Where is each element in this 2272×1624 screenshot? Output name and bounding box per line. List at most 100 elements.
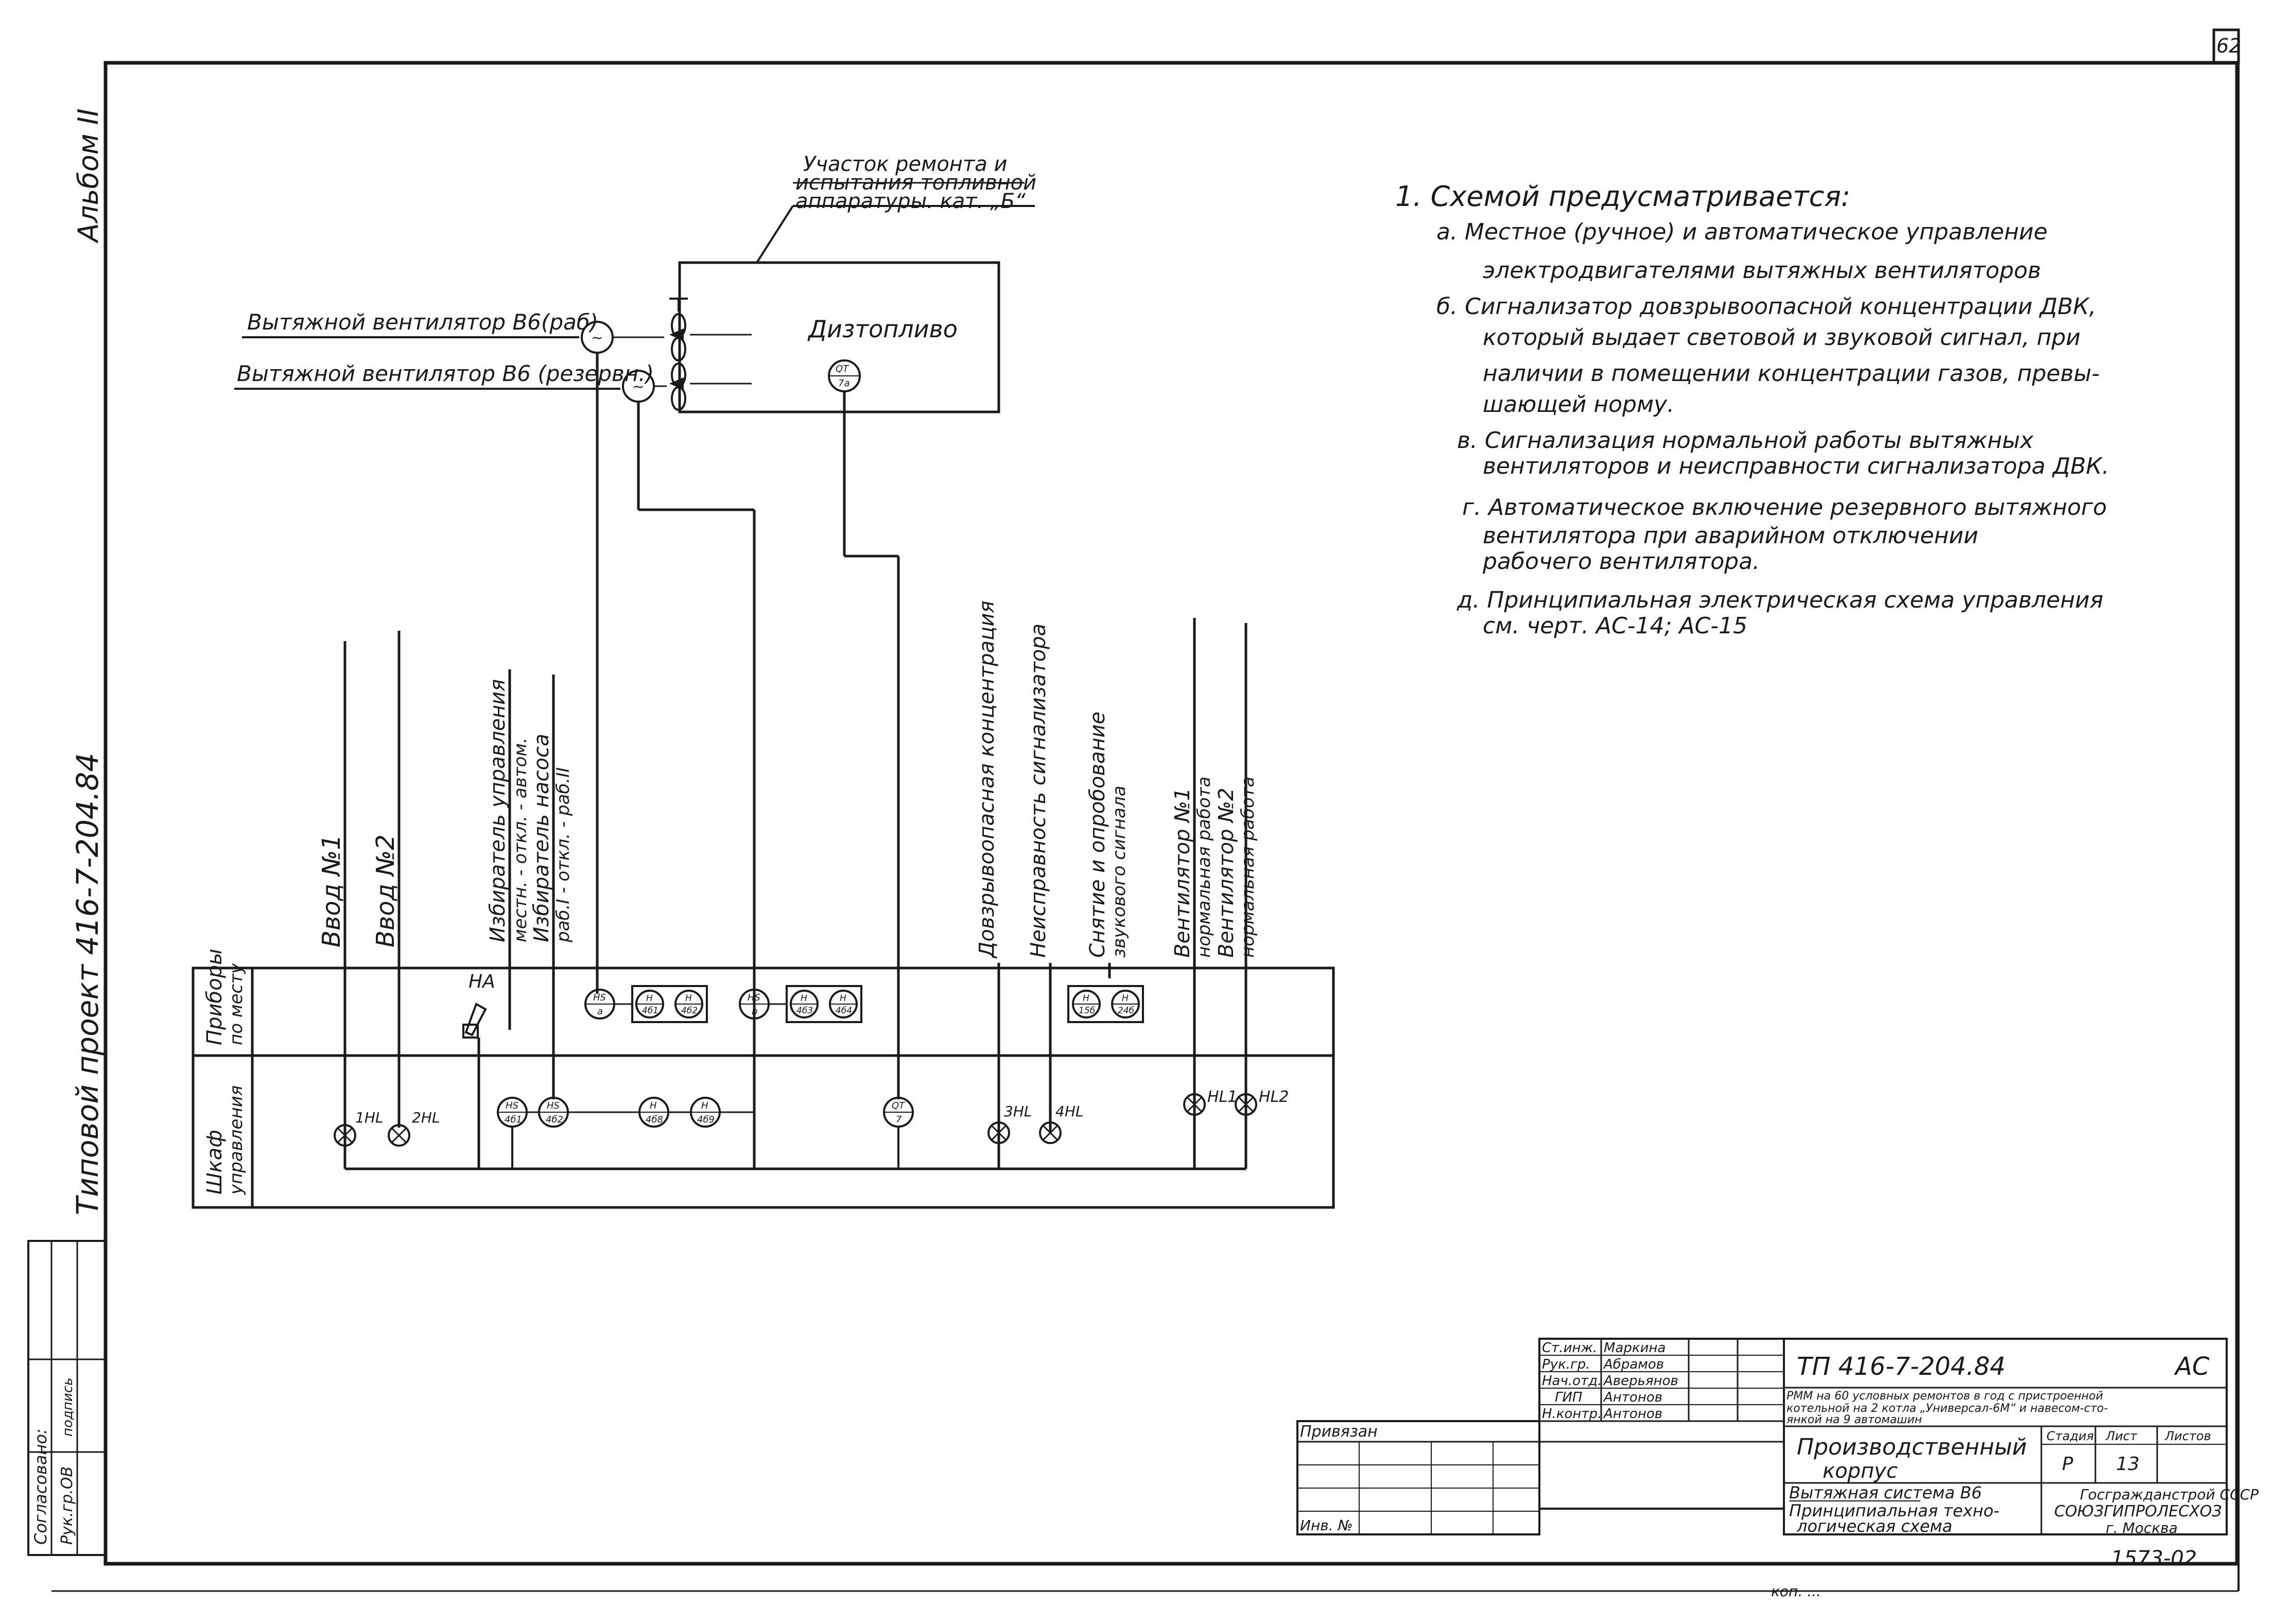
col-label-selector-ctrl-2: местн. - откл. - автом. [510, 738, 531, 943]
notes-line-5: наличии в помещении концентрации газов, … [1483, 360, 2100, 387]
fan-reserve: Вытяжной вентилятор В6 (резервн.) ~ [234, 361, 686, 411]
row-local-2: по месту [226, 963, 247, 1045]
bottom-stamp: 1573-02 [2111, 1547, 2197, 1570]
relay-r4-icon [829, 990, 858, 1018]
signer-role-2: Рук.гр. [1542, 1357, 1590, 1372]
approval-sign: подпись [60, 1378, 76, 1437]
org-3: г. Москва [2106, 1519, 2178, 1536]
doc-desc-1: РММ на 60 условных ремонтов в год с прис… [1787, 1390, 2103, 1403]
signer-name-5: Антонов [1603, 1406, 1662, 1422]
signal-lines [596, 353, 900, 1169]
col-label-fan1-1: Вентилятор №1 [1171, 788, 1194, 958]
relay-r8-bottom: 4б9 [697, 1114, 715, 1125]
col-label-selector-ctrl-1: Избиратель управления [486, 679, 510, 942]
relay-r1-bottom: 4б1 [642, 1006, 658, 1016]
lamp-2hl-icon [388, 1124, 410, 1147]
sheet-title-3: логическая схема [1796, 1516, 1952, 1536]
col-label-sound-test-2: звукового сигнала [1109, 786, 1130, 958]
col-label-sound-test-1: Снятие и опробование [1086, 712, 1109, 958]
col-label-fan2-2: нормальная работа [1238, 776, 1258, 958]
page-number: 62 [2216, 34, 2241, 57]
horn-icon [462, 1003, 487, 1039]
column-leaders [343, 618, 1247, 1169]
col-label-selector-pump-2: раб.I - откл. - раб.II [553, 767, 574, 943]
lamp-2hl-label: 2HL [412, 1109, 440, 1126]
lamp-4hl-icon [1039, 1121, 1062, 1144]
relay-r4-top: H [840, 993, 846, 1004]
col-label-vvod2: Ввод №2 [371, 835, 400, 948]
signer-name-4: Антонов [1603, 1390, 1662, 1405]
building-1: Производственный [1797, 1434, 2027, 1460]
horn-label: НА [469, 971, 495, 992]
lamp-1hl-label: 1HL [355, 1109, 383, 1126]
notes-line-10: вентилятора при аварийном отключении [1483, 523, 1978, 549]
switch-hs-b-top: HS [748, 992, 760, 1003]
switch-hs-a-top: HS [593, 992, 606, 1003]
signer-name-3: Аверьянов [1603, 1373, 1678, 1389]
relay-r4-bottom: 4б4 [836, 1006, 852, 1016]
row-panel-1: Шкаф [203, 1130, 227, 1195]
sheet-title-2: Принципиальная техно- [1789, 1501, 2000, 1521]
relay-r10-icon [1111, 990, 1140, 1018]
device-table: Приборы по месту Шкаф управления [192, 948, 1335, 1209]
gas-alarm-qt7-bottom: 7 [896, 1114, 902, 1125]
relay-r3-icon [790, 990, 819, 1018]
relay-r2-icon [674, 990, 703, 1018]
signer-name-1: Маркина [1604, 1340, 1666, 1356]
notes-line-13: см. черт. АС-14; АС-15 [1483, 613, 1747, 639]
stage-value: Р [2062, 1454, 2073, 1475]
lamp-hl2-label: HL2 [1259, 1088, 1289, 1106]
notes-line-8: вентиляторов и неисправности сигнализато… [1483, 453, 2109, 479]
notes-line-4: который выдает световой и звуковой сигна… [1483, 324, 2080, 351]
lamp-4hl-label: 4HL [1055, 1103, 1083, 1120]
org-1: Госгражданстрой СССР [2080, 1486, 2259, 1503]
col-label-alarm-fault: Неисправность сигнализатора [1027, 624, 1050, 958]
building-2: корпус [1823, 1459, 1898, 1483]
lamp-1hl-icon [334, 1124, 356, 1147]
album-label: Альбом II [72, 109, 105, 244]
gas-alarm-qt7-top: QT [892, 1100, 906, 1111]
signer-name-2: Абрамов [1603, 1357, 1664, 1372]
fan-reserve-label: Вытяжной вентилятор В6 (резервн.) [237, 361, 654, 386]
lamp-3hl-label: 3HL [1004, 1103, 1032, 1120]
doc-mark: АС [2174, 1352, 2210, 1381]
doc-code: ТП 416-7-204.84 [1797, 1352, 2005, 1381]
doc-desc-2: котельной на 2 котла „Универсал-6М“ и на… [1787, 1402, 2108, 1415]
notes-line-2: электродвигателями вытяжных вентиляторов [1483, 257, 2041, 284]
notes-block: 1. Схемой предусматривается: а. Местное … [1395, 180, 2109, 639]
relay-r7-bottom: 4б8 [646, 1114, 663, 1125]
sheet-title-1: Вытяжная система В6 [1789, 1483, 1982, 1502]
notes-line-6: шающей норму. [1483, 391, 1674, 418]
lamp-hl1-label: HL1 [1207, 1088, 1237, 1106]
approval-title: Согласовано: [31, 1428, 50, 1545]
fan-main-impeller-icon [671, 313, 686, 361]
gas-sensor: QT 7a [828, 359, 861, 392]
notes-line-12: д. Принципиальная электрическая схема уп… [1456, 587, 2103, 613]
project-side-label: Типовой проект 416-7-204.84 [70, 753, 105, 1215]
title-block: Ст.инж. Маркина Рук.гр. Абрамов Нач.отд.… [1296, 1338, 2259, 1536]
relay-r10-bottom: 24б [1118, 1006, 1134, 1016]
lamp-hl2-icon [1235, 1093, 1257, 1116]
switch-hs-a-bottom: a [597, 1006, 603, 1017]
fuel-label: Дизтопливо [807, 315, 958, 343]
fan-main-label: Вытяжной вентилятор В6(раб) [247, 309, 598, 335]
signer-role-4: ГИП [1555, 1390, 1583, 1405]
sheets-header: Листов [2164, 1429, 2211, 1443]
switch-hs-4b2-bottom: 4б2 [546, 1114, 563, 1125]
notes-line-3: б. Сигнализатор довзрывоопасной концентр… [1436, 293, 2096, 320]
relay-r2-bottom: 4б2 [681, 1006, 698, 1016]
col-label-fan2-1: Вентилятор №2 [1215, 788, 1238, 958]
signer-role-5: Н.контр. [1542, 1406, 1602, 1422]
sheet-value: 13 [2116, 1454, 2140, 1475]
column-labels: Ввод №1 Ввод №2 Избиратель управления ме… [317, 601, 1258, 959]
relay-r8-top: H [701, 1100, 708, 1111]
col-label-pre-explosive: Довзрывоопасная концентрация [975, 601, 999, 959]
fan-reserve-impeller-icon [671, 362, 686, 411]
switch-hs-b-bottom: b [752, 1006, 757, 1017]
row-local-1: Приборы [203, 948, 227, 1045]
gas-sensor-bottom: 7a [838, 378, 849, 389]
inv-label: Инв. № [1300, 1517, 1353, 1534]
relay-r3-top: H [801, 993, 807, 1004]
row-panel-2: управления [226, 1085, 247, 1195]
